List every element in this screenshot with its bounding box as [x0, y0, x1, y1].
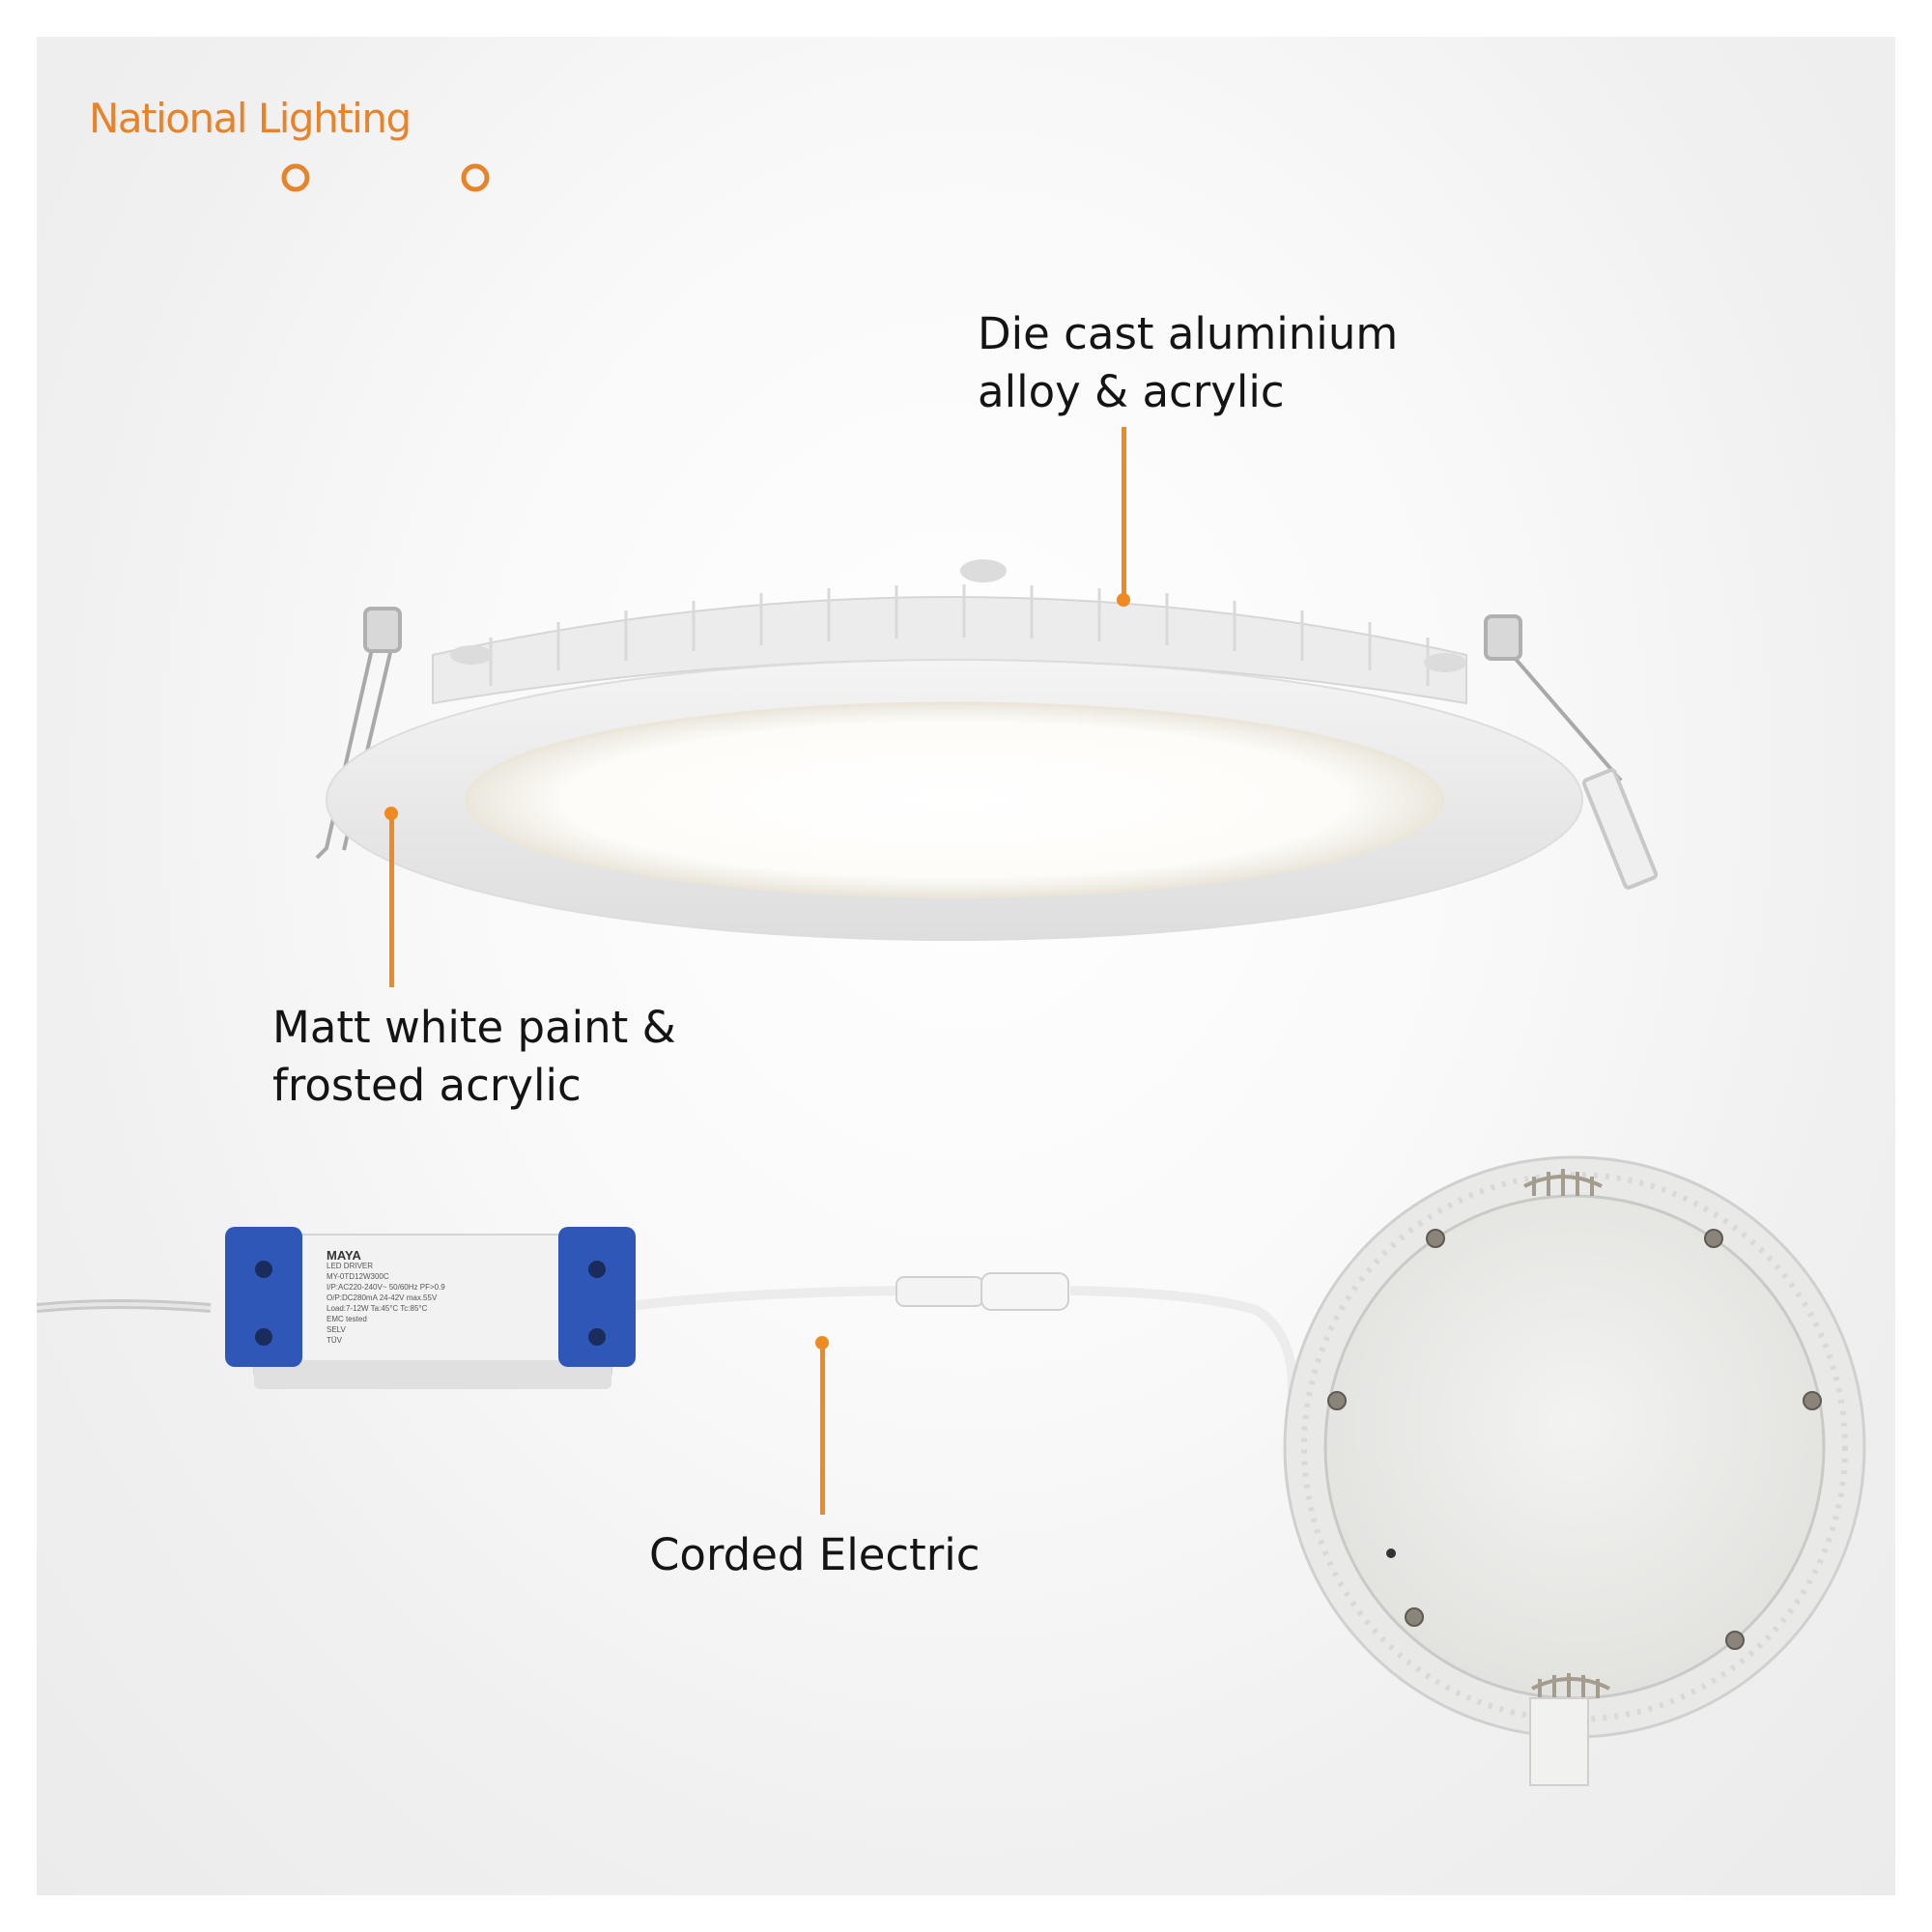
product-illustration: [37, 559, 1866, 1786]
brand-logo: National Lighting: [89, 95, 412, 142]
callout-material-line1: Die cast aluminium: [978, 308, 1399, 359]
callout-material: Die cast aluminium alloy & acrylic: [978, 305, 1398, 421]
callout-finish-dot: [384, 807, 398, 820]
driver-label-line-7: SELV: [327, 1325, 346, 1334]
driver-label-line-1: LED DRIVER: [327, 1262, 374, 1270]
callout-material-dot: [1117, 593, 1130, 607]
callout-finish-line2: frosted acrylic: [272, 1060, 582, 1111]
callout-finish-line1: Matt white paint &: [272, 1002, 676, 1053]
product-photo-canvas: National Lighting Die cast aluminium all…: [37, 37, 1895, 1895]
driver-label-line-6: EMC tested: [327, 1315, 367, 1323]
driver-label-line-5: Load:7-12W Ta:45°C Tc:85°C: [327, 1304, 428, 1313]
driver-label: MAYA LED DRIVER MY-0TD12W300C I/P:AC220-…: [327, 1248, 549, 1346]
callout-power: Corded Electric: [649, 1526, 980, 1584]
panel-light-front-view: [315, 559, 1659, 941]
callout-material-leader: [1122, 427, 1126, 599]
brand-logo-text: National Lighting: [89, 95, 412, 142]
bulb-logo-icon: [281, 163, 490, 192]
driver-label-line-3: I/P:AC220-240V~ 50/60Hz PF>0.9: [327, 1283, 445, 1292]
callout-finish: Matt white paint & frosted acrylic: [272, 999, 676, 1115]
callout-material-line2: alloy & acrylic: [978, 366, 1285, 417]
panel-light-back-view: [1283, 1155, 1866, 1786]
led-driver-box: [225, 1227, 636, 1389]
power-cable: [37, 1272, 1316, 1451]
callout-power-line1: Corded Electric: [649, 1529, 980, 1580]
callout-finish-leader: [389, 815, 394, 987]
driver-label-line-4: O/P:DC280mA 24-42V max.55V: [327, 1293, 438, 1302]
driver-label-brand: MAYA: [327, 1248, 361, 1263]
right-spring-clip: [1484, 614, 1659, 890]
callout-power-leader: [820, 1343, 825, 1515]
driver-label-line-2: MY-0TD12W300C: [327, 1272, 389, 1281]
driver-label-line-8: TÜV: [327, 1336, 342, 1345]
